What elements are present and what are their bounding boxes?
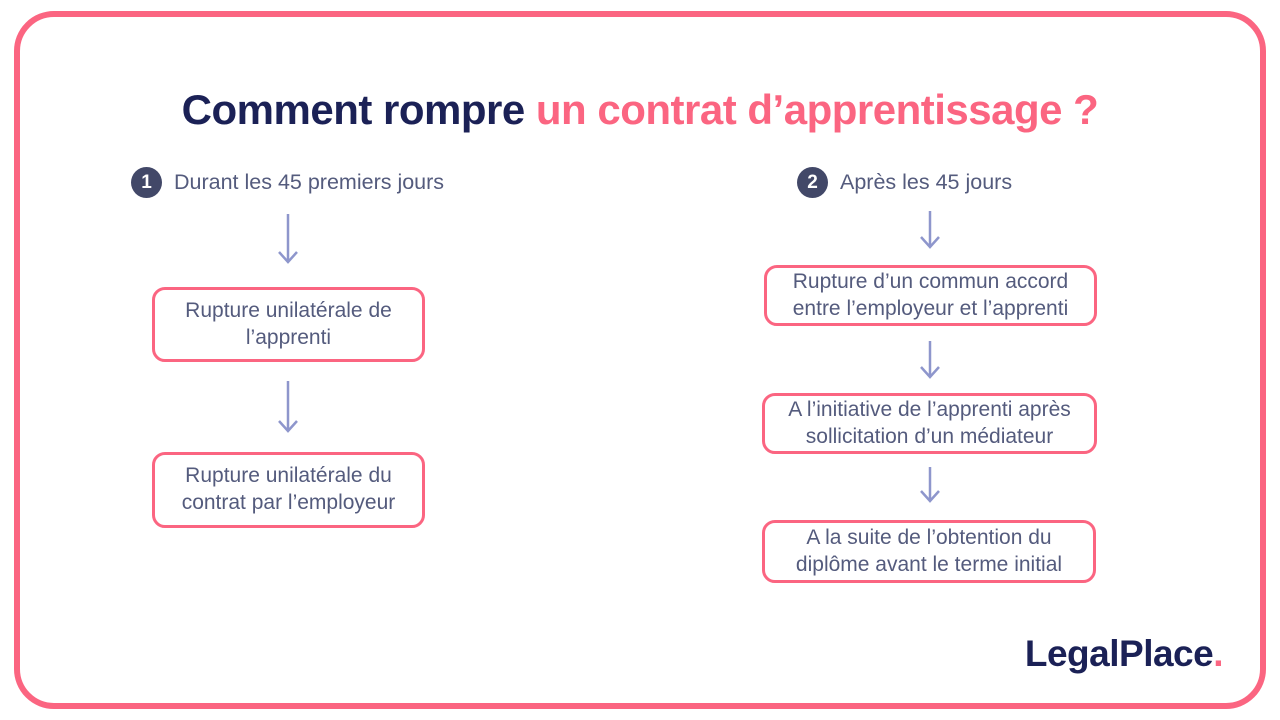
- arrow-down-icon: [920, 467, 940, 503]
- step-2-number-badge: 2: [797, 167, 828, 198]
- page-title-dark-part: Comment rompre: [181, 86, 526, 134]
- column-2-header: 2 Après les 45 jours: [797, 167, 1012, 198]
- legalplace-logo: LegalPlace.: [1024, 633, 1224, 675]
- legalplace-logo-text: LegalPlace: [1024, 633, 1214, 674]
- page-title: Comment rompre un contrat d’apprentissag…: [0, 86, 1280, 134]
- flow-box: A la suite de l’obtention du diplôme ava…: [762, 520, 1096, 583]
- flow-box: Rupture d’un commun accord entre l’emplo…: [764, 265, 1097, 326]
- arrow-down-icon: [920, 211, 940, 249]
- page-title-pink-part: un contrat d’apprentissage ?: [535, 86, 1099, 134]
- arrow-down-icon: [920, 341, 940, 379]
- legalplace-logo-dot: .: [1213, 633, 1223, 674]
- column-2-heading: Après les 45 jours: [840, 170, 1013, 194]
- step-1-number-badge: 1: [131, 167, 162, 198]
- column-1-heading: Durant les 45 premiers jours: [174, 170, 445, 194]
- flow-box: Rupture unilatérale du contrat par l’emp…: [152, 452, 425, 528]
- flow-box: A l’initiative de l’apprenti après solli…: [762, 393, 1097, 454]
- arrow-down-icon: [278, 381, 298, 433]
- column-1-header: 1 Durant les 45 premiers jours: [131, 167, 444, 198]
- flow-box: Rupture unilatérale de l’apprenti: [152, 287, 425, 362]
- arrow-down-icon: [278, 214, 298, 264]
